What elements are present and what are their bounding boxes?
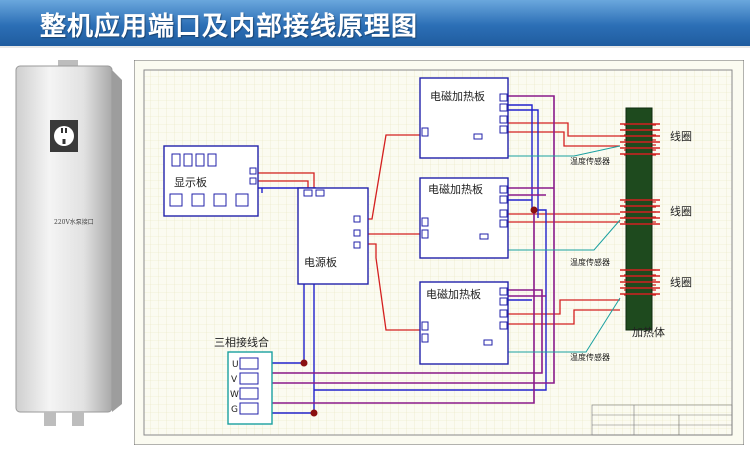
- top-pipe: [58, 60, 78, 68]
- socket-label: 220V水泵接口: [54, 219, 94, 226]
- temp-sensor-2-label: 温度传感器: [570, 257, 610, 267]
- schematic-svg: 显示板 电源板 电磁加热板: [133, 59, 745, 446]
- wiring-schematic: 显示板 电源板 电磁加热板: [133, 59, 745, 446]
- display-board: 显示板: [163, 145, 259, 217]
- heater-bar: [625, 107, 653, 331]
- title-block: [591, 404, 733, 436]
- induction-board-1: 电磁加热板: [419, 77, 509, 159]
- coil-1-label: 线圈: [670, 129, 692, 143]
- water-heater-illustration: [15, 60, 122, 426]
- induction-board-1-label: 电磁加热板: [430, 89, 485, 103]
- induction-board-2: 电磁加热板: [419, 177, 509, 259]
- temp-sensor-1-label: 温度传感器: [570, 156, 610, 166]
- terminal-box-label: 三相接线合: [214, 335, 269, 349]
- unit-side: [112, 70, 122, 412]
- display-board-label: 显示板: [174, 175, 207, 189]
- induction-board-3-label: 电磁加热板: [426, 287, 481, 301]
- water-heater-unit: 220V水泵接口: [14, 60, 124, 430]
- coil-2-label: 线圈: [670, 204, 692, 218]
- coil-3-label: 线圈: [670, 275, 692, 289]
- page-title: 整机应用端口及内部接线原理图: [40, 12, 419, 42]
- power-board: 电源板: [297, 187, 369, 285]
- induction-board-3: 电磁加热板: [419, 281, 509, 365]
- power-board-label: 电源板: [304, 255, 337, 269]
- socket-icon: [54, 126, 74, 146]
- coil-windings: [620, 123, 660, 295]
- terminal-box: U V W G 三相接线合: [214, 335, 273, 425]
- induction-board-2-label: 电磁加热板: [428, 182, 483, 196]
- bottom-pipe-left: [44, 412, 56, 426]
- terminal-w-label: W: [230, 390, 239, 400]
- terminal-u-label: U: [232, 360, 239, 370]
- heater-label: 加热体: [632, 325, 665, 339]
- bottom-pipe-right: [72, 412, 84, 426]
- terminal-g-label: G: [231, 405, 238, 415]
- junction-dots: [300, 206, 538, 417]
- unit-body: [15, 65, 113, 413]
- temp-sensor-3-label: 温度传感器: [570, 352, 610, 362]
- header-banner: 整机应用端口及内部接线原理图: [0, 0, 750, 48]
- purple-wires: [262, 95, 555, 404]
- terminal-v-label: V: [231, 375, 238, 385]
